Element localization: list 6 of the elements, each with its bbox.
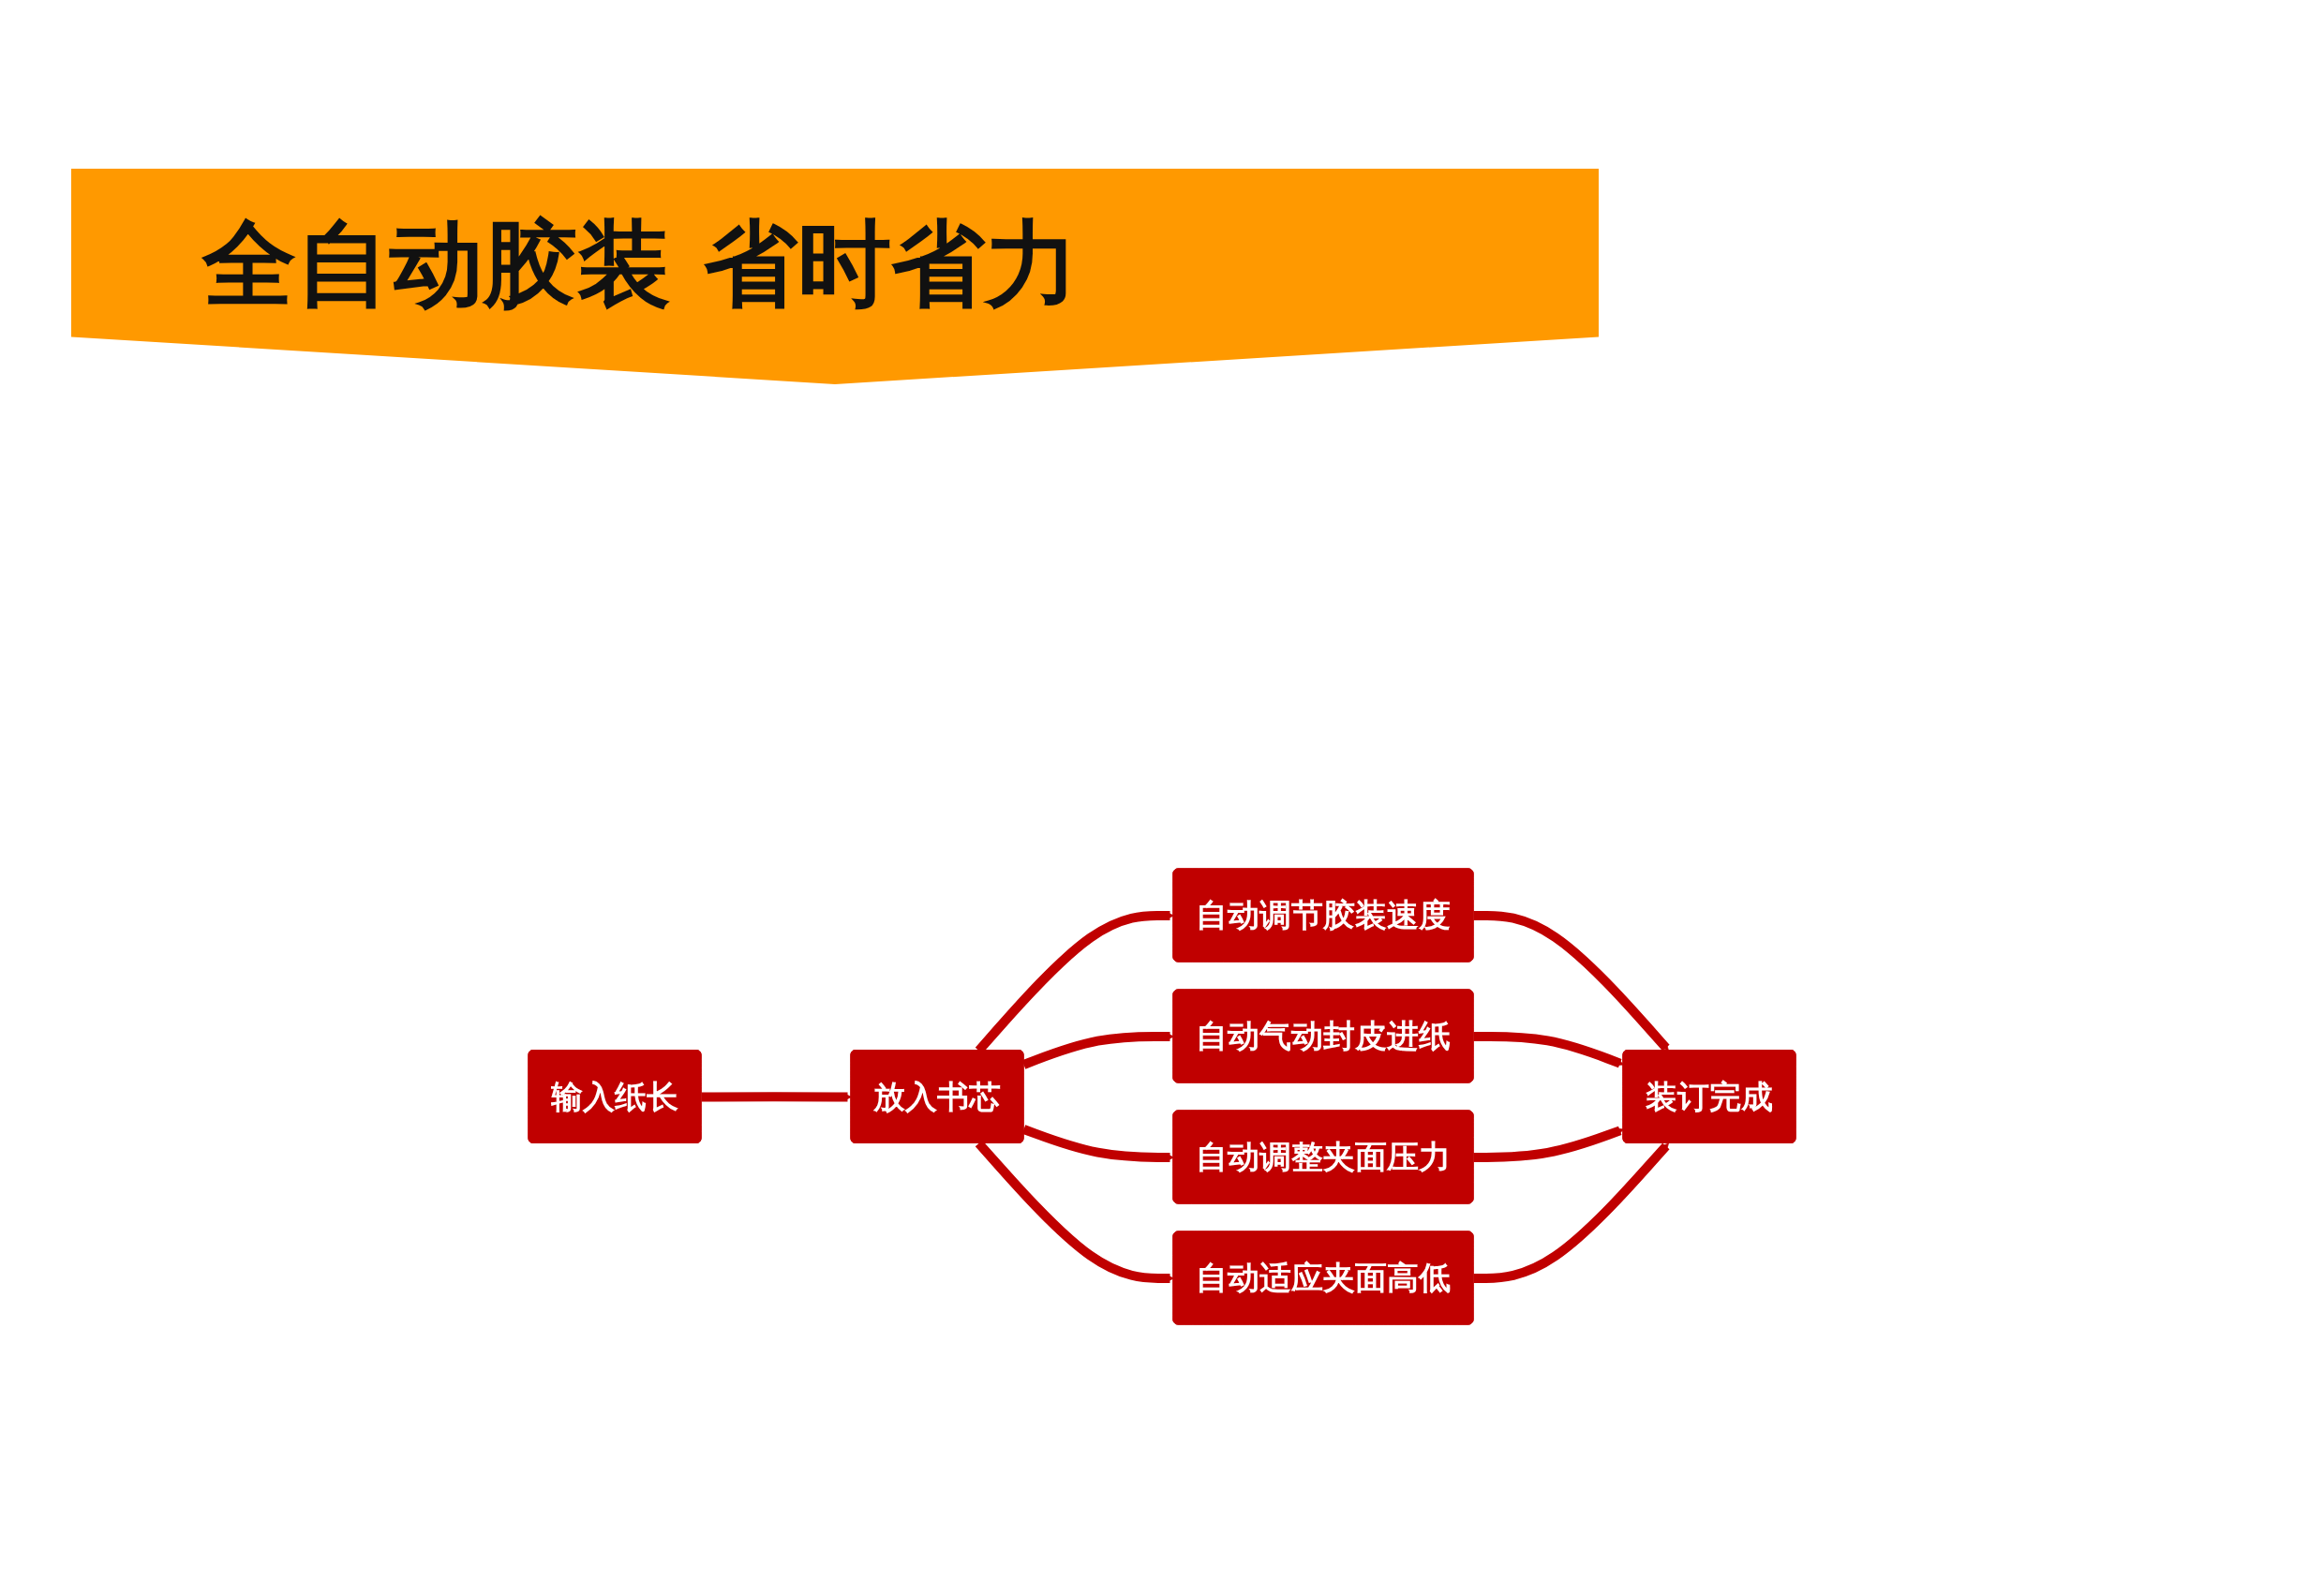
arrow xyxy=(1473,910,1670,1052)
arrow xyxy=(1473,1142,1670,1283)
arrow xyxy=(701,1092,852,1102)
title: 全自动胶装 省时省力 xyxy=(202,208,1079,321)
arrow xyxy=(1473,1126,1624,1162)
arrow xyxy=(1473,1031,1624,1068)
